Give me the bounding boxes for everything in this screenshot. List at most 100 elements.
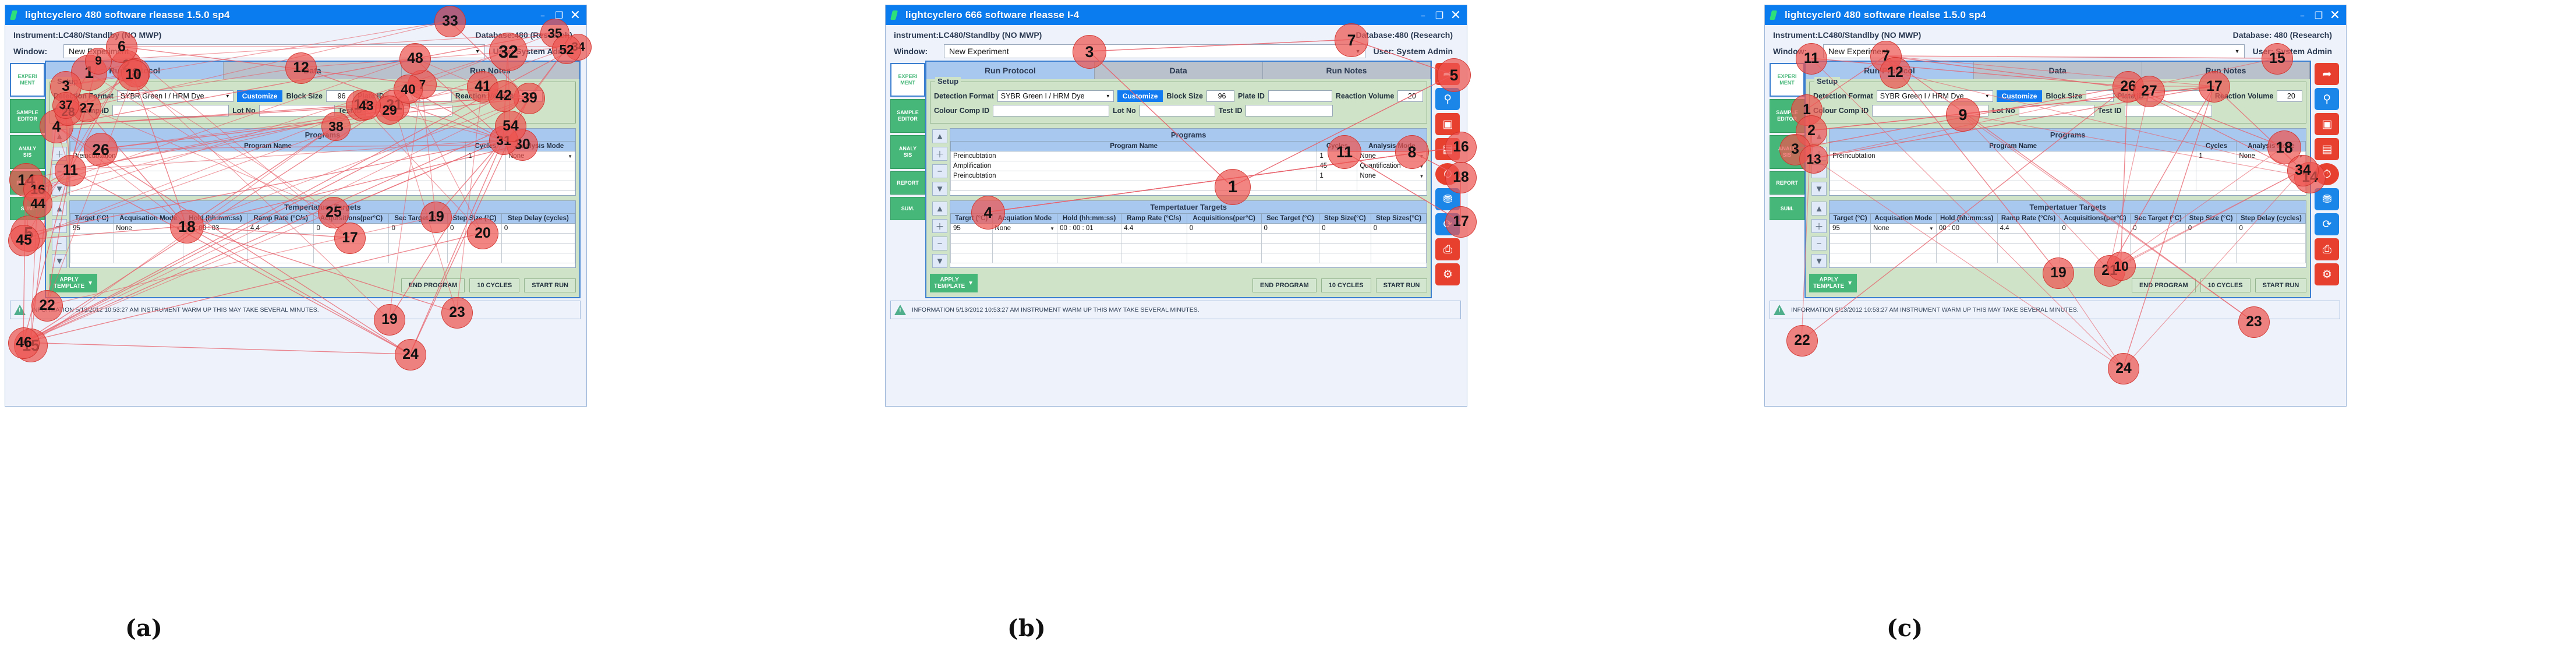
refresh-icon[interactable]: ⟳ — [2315, 213, 2340, 235]
print-icon[interactable]: ⎙ — [1435, 238, 1460, 260]
save-icon[interactable]: ⛃ — [2315, 188, 2340, 210]
reaction-volume-field[interactable]: 20 — [2277, 90, 2303, 102]
program-row-empty[interactable] — [1829, 181, 2306, 191]
end-program-button[interactable]: END PROGRAM — [1252, 278, 1317, 292]
test-id-field[interactable] — [2125, 105, 2213, 117]
close-button[interactable]: ✕ — [1450, 8, 1462, 23]
tab-run-notes[interactable]: Run Notes — [1263, 62, 1431, 79]
sidebar-item-report[interactable]: REPORT — [890, 171, 925, 195]
print-icon[interactable]: ⎙ — [2315, 238, 2340, 260]
temp-step-cell[interactable]: 0 — [1319, 223, 1371, 234]
temp-acqper-cell[interactable]: 0 — [2059, 223, 2131, 234]
temp-add-button[interactable]: ＋ — [932, 219, 947, 233]
close-button[interactable]: ✕ — [2329, 8, 2341, 23]
temp-row[interactable]: 95 None▼ 00 : 00 : 03 4.4 0 0 0 0 — [69, 223, 576, 234]
window-select[interactable]: New Experiment▼ — [944, 44, 1365, 58]
program-name-cell[interactable]: Amplification — [950, 161, 1318, 171]
program-cycles-cell[interactable]: 1 — [2196, 151, 2237, 161]
start-run-button[interactable]: START RUN — [524, 278, 576, 292]
test-id-field[interactable] — [1245, 105, 1333, 117]
detection-format-select[interactable]: SYBR Green I / HRM Dye▼ — [997, 90, 1114, 102]
program-name-cell[interactable]: Preincubtation — [70, 151, 466, 161]
program-row[interactable]: Preincubtation 1 None▼ — [1829, 151, 2306, 161]
settings-icon[interactable]: ⚙ — [1435, 263, 1460, 285]
temp-delay-cell[interactable]: 0 — [501, 223, 576, 234]
temp-acq-cell[interactable]: None▼ — [992, 223, 1058, 234]
lot-no-field[interactable] — [259, 105, 335, 117]
camera-icon[interactable]: ▣ — [2315, 113, 2340, 135]
temp-hold-cell[interactable]: 00 : 00 — [1935, 223, 1998, 234]
program-up-button[interactable]: ▲ — [932, 129, 947, 143]
color-comp-field[interactable] — [993, 105, 1110, 117]
temp-step-cell[interactable]: 0 — [2185, 223, 2237, 234]
program-row-empty[interactable] — [950, 181, 1427, 191]
settings-icon[interactable]: ⚙ — [2315, 263, 2340, 285]
reaction-volume-field[interactable]: 20 — [1397, 90, 1424, 102]
temp-down-button[interactable]: ▼ — [1811, 254, 1827, 268]
temp-ramp-cell[interactable]: 4.4 — [247, 223, 314, 234]
temp-sec-cell[interactable]: 0 — [2130, 223, 2186, 234]
temp-down-button[interactable]: ▼ — [932, 254, 947, 268]
sidebar-item-report[interactable]: REPORT — [1770, 171, 1804, 195]
end-program-button[interactable]: END PROGRAM — [2131, 278, 2196, 292]
minimize-button[interactable]: – — [540, 9, 545, 21]
temp-down-button[interactable]: ▼ — [52, 254, 67, 268]
temp-up-button[interactable]: ▲ — [932, 202, 947, 216]
temp-row-empty[interactable] — [69, 243, 576, 253]
temp-row-empty[interactable] — [950, 233, 1427, 243]
program-down-button[interactable]: ▼ — [932, 182, 947, 196]
program-name-cell[interactable]: Preincubtation — [1829, 151, 2197, 161]
temp-add-button[interactable]: ＋ — [1811, 219, 1827, 233]
temp-target-cell[interactable]: 95 — [1829, 223, 1871, 234]
block-size-field[interactable]: 96 — [1206, 90, 1235, 102]
block-size-field[interactable] — [2086, 90, 2114, 102]
temp-acqper-cell[interactable]: 0 — [1186, 223, 1262, 234]
temp-row-empty[interactable] — [69, 233, 576, 243]
maximize-button[interactable]: ❐ — [2314, 9, 2323, 21]
maximize-button[interactable]: ❐ — [1435, 9, 1444, 21]
close-button[interactable]: ✕ — [569, 8, 581, 23]
temp-ramp-cell[interactable]: 4.4 — [1121, 223, 1187, 234]
temp-row[interactable]: 95 None▼ 00 : 00 4.4 0 0 0 0 — [1829, 223, 2306, 234]
tab-run-protocol[interactable]: Run Protocol — [926, 62, 1095, 79]
10-cycles-button[interactable]: 10 CYCLES — [1321, 278, 1371, 292]
detection-format-select[interactable]: SYBR Green I / HRM Dye▼ — [1876, 90, 1993, 102]
temp-row-empty[interactable] — [1829, 233, 2306, 243]
lot-no-field[interactable] — [2018, 105, 2094, 117]
program-row-empty[interactable] — [70, 161, 575, 171]
temp-sec-cell[interactable]: 0 — [1261, 223, 1320, 234]
search-icon[interactable]: ⚲ — [2315, 88, 2340, 110]
color-comp-field[interactable] — [112, 105, 229, 117]
temp-add-button[interactable]: ＋ — [52, 219, 67, 233]
temp-hold-cell[interactable]: 00 : 00 : 01 — [1057, 223, 1122, 234]
minimize-button[interactable]: – — [2300, 9, 2305, 21]
temp-row-empty[interactable] — [1829, 243, 2306, 253]
program-cycles-cell[interactable]: 1 — [1317, 171, 1358, 181]
temp-row-empty[interactable] — [950, 243, 1427, 253]
tab-data[interactable]: Data — [1095, 62, 1263, 79]
start-run-button[interactable]: START RUN — [1375, 278, 1428, 292]
temp-row[interactable]: 95 None▼ 00 : 00 : 01 4.4 0 0 0 0 — [950, 223, 1427, 234]
start-run-button[interactable]: START RUN — [2255, 278, 2307, 292]
temp-up-button[interactable]: ▲ — [1811, 202, 1827, 216]
temp-target-cell[interactable]: 95 — [69, 223, 114, 234]
temp-acq-cell[interactable]: None▼ — [1870, 223, 1937, 234]
maximize-button[interactable]: ❐ — [554, 9, 564, 21]
program-name-cell[interactable]: Preincubtation — [950, 151, 1318, 161]
program-row-empty[interactable] — [1829, 161, 2306, 171]
program-down-button[interactable]: ▼ — [1811, 182, 1827, 196]
program-add-button[interactable]: ＋ — [932, 147, 947, 161]
program-remove-button[interactable]: − — [932, 164, 947, 178]
temp-delay-cell[interactable]: 0 — [1370, 223, 1427, 234]
program-row-empty[interactable] — [70, 181, 575, 191]
temp-row-empty[interactable] — [950, 253, 1427, 263]
program-row[interactable]: Preincubtation 1 None▼ — [950, 171, 1427, 181]
sidebar-item-sum[interactable]: SUM. — [1770, 197, 1804, 220]
temp-row-empty[interactable] — [69, 253, 576, 263]
program-row-empty[interactable] — [1829, 171, 2306, 181]
